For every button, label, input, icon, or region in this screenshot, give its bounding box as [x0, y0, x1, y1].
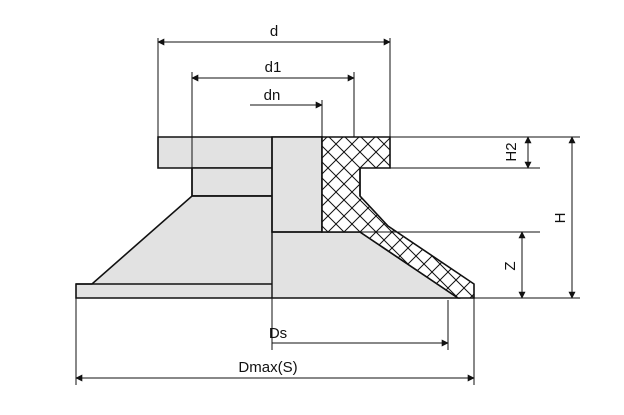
label-dn: dn — [264, 87, 281, 104]
label-dmax: Dmax(S) — [238, 359, 297, 376]
label-z: Z — [502, 261, 519, 270]
extension-lines — [75, 38, 580, 385]
part-body — [75, 136, 461, 299]
label-d1: d1 — [265, 59, 282, 76]
dimension-lines — [75, 38, 576, 382]
label-ds: Ds — [269, 325, 287, 342]
label-h2: H2 — [503, 142, 520, 161]
label-d: d — [270, 23, 278, 40]
label-h: H — [552, 213, 569, 224]
inner-bore — [271, 136, 323, 233]
edge-lines — [76, 137, 361, 298]
dimension-labels: d d1 dn H2 H Z Ds Dmax(S) — [238, 23, 569, 376]
